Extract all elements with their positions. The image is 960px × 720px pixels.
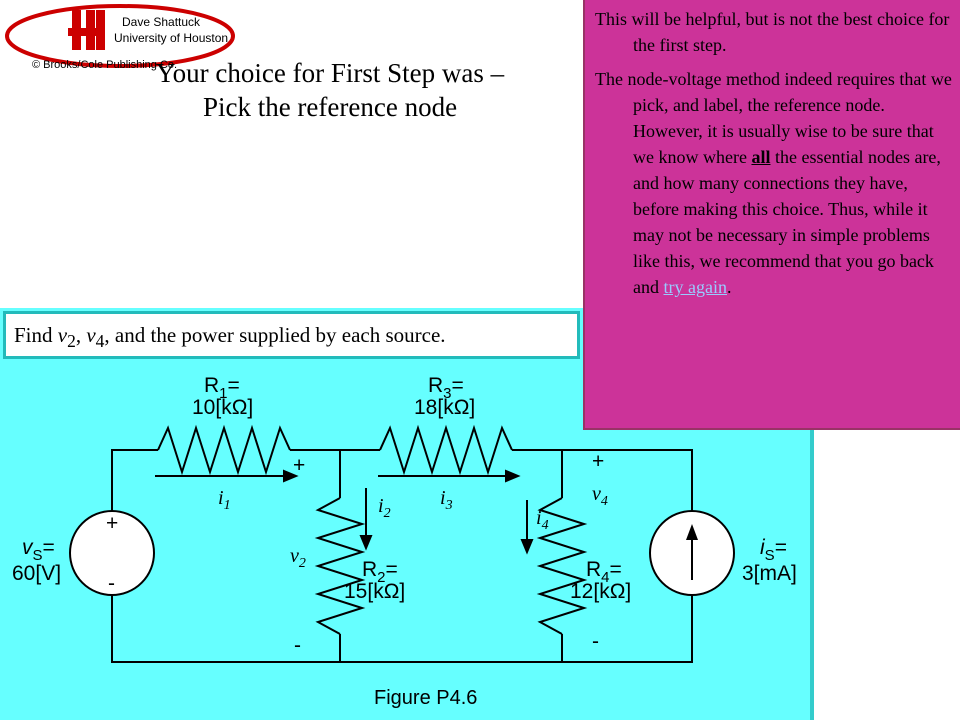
feedback-para-1: This will be helpful, but is not the bes… [595,9,950,55]
i4-label: i4 [536,507,549,533]
page-title: Your choice for First Step was – Pick th… [90,56,570,124]
problem-v4: v [86,323,96,347]
is-label: iS= [760,536,787,564]
is-value: 3[mA] [742,562,797,585]
r1-value: 10[kΩ] [192,396,253,419]
logo-name: Dave Shattuck [122,15,201,29]
r4-value: 12[kΩ] [570,580,631,603]
circuit-diagram: + - R1= 10[kΩ] R3= 18[kΩ] R2= 15[kΩ] R4=… [12,374,797,709]
resistor-r4-icon [536,497,588,635]
v2-minus: - [294,634,301,657]
vs-value: 60[V] [12,562,61,585]
logo-university: University of Houston [114,31,228,45]
r1-label: R1= [204,374,240,402]
feedback-text-a: The node-voltage method indeed requires … [595,69,952,167]
feedback-para-2: The node-voltage method indeed requires … [595,66,952,300]
i2-label: i2 [378,495,391,521]
problem-prefix: Find [14,323,58,347]
r2-label: R2= [362,558,398,586]
resistor-r2-icon [314,497,366,635]
r2-value: 15[kΩ] [344,580,405,603]
wire-bottom [111,588,693,663]
problem-statement: Find v2, v4, and the power supplied by e… [3,311,580,359]
voltage-source-icon [69,510,155,596]
vs-plus: + [106,512,118,535]
v4-label: v4 [592,483,608,509]
wire-node4 [512,449,693,518]
logo-copyright: © Brooks/Cole Publishing Co. [32,59,177,71]
feedback-end: . [726,277,732,297]
v2-label: v2 [290,545,306,571]
problem-suffix: , and the power supplied by each source. [104,323,446,347]
feedback-emphasis: all [751,147,771,167]
uh-monogram-icon [68,10,105,50]
i1-label: i1 [218,487,231,513]
figure-caption: Figure P4.6 [374,687,477,709]
v2-plus: + [293,454,305,477]
vs-label: vS= [22,536,55,564]
resistor-r3-icon [379,424,513,476]
problem-v2-sub: 2 [67,331,76,352]
try-again-link[interactable]: try again [663,277,727,297]
r4-label: R4= [586,558,622,586]
problem-v4-sub: 4 [95,331,105,352]
feedback-popup: This will be helpful, but is not the bes… [583,0,960,430]
r3-value: 18[kΩ] [414,396,475,419]
university-logo: Dave Shattuck University of Houston © Br… [5,4,235,71]
feedback-text-b: the essential nodes are, and how many co… [633,147,941,297]
title-line-2: Pick the reference node [202,92,458,122]
problem-v2: v [57,323,68,347]
title-line-1: Your choice for First Step was – [155,58,505,88]
v4-minus: - [592,630,599,653]
v4-plus: + [592,450,604,473]
resistor-r1-icon [157,424,291,476]
vs-minus: - [108,572,115,595]
i3-label: i3 [440,487,453,513]
problem-sep: , [75,323,87,347]
current-source-icon [649,510,735,596]
r3-label: R3= [428,374,464,402]
